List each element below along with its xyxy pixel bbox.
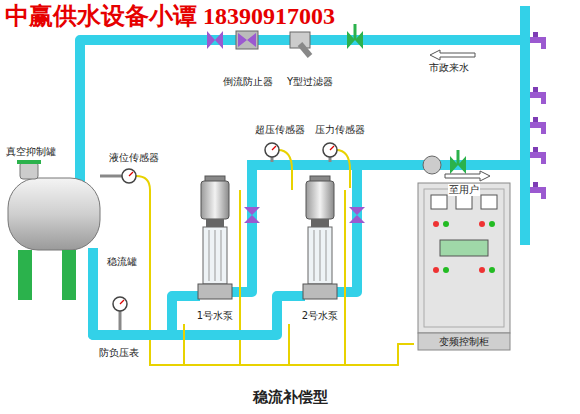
vacuum-tank-part [18, 250, 32, 300]
flow-arrows-part [430, 50, 475, 60]
valves-part [244, 207, 260, 223]
gauge-stubs-part [119, 311, 122, 330]
control-cabinet-part [489, 267, 495, 273]
part-label: Y型过滤器 [286, 76, 334, 88]
control-wire [289, 324, 414, 365]
faucets-part [530, 87, 546, 104]
valves-part [238, 33, 256, 47]
control-cabinet-part [433, 221, 439, 227]
control-cabinet-part [489, 221, 495, 227]
pump-node: 1号水泵 [180, 176, 250, 324]
gauge-stubs [100, 156, 330, 330]
pipe-network-part [337, 165, 357, 292]
pipe-network-part [247, 160, 525, 170]
part-label: 压力传感器 [314, 124, 366, 136]
control-cabinet-part [433, 267, 439, 273]
water-pipe [93, 258, 180, 335]
faucets [530, 32, 546, 199]
valves-part [207, 31, 223, 49]
control-cabinet-part [443, 267, 449, 273]
pumps [198, 176, 337, 299]
gauges-part [323, 143, 337, 157]
vacuum-tank-part [8, 178, 100, 250]
node-label: 真空抑制罐 [5, 146, 57, 158]
signal-wires-part [336, 150, 350, 188]
vacuum-tank-part [17, 160, 41, 164]
control-cabinet-part [424, 189, 504, 327]
vacuum-tank-part [62, 250, 76, 300]
cabinet-node: 变频控制柜 [414, 183, 514, 350]
pumps-part [303, 176, 337, 299]
faucets-part [530, 117, 546, 134]
pipe-network [80, 6, 525, 296]
control-cabinet-part [431, 195, 447, 209]
part-label: 防负压表 [98, 347, 140, 359]
faucets-part [530, 182, 546, 199]
gauges-part [122, 169, 136, 183]
valves-part [300, 44, 310, 56]
control-cabinet-part [443, 221, 449, 227]
gauges-part [265, 143, 279, 157]
control-cabinet-part [440, 240, 488, 256]
flow-label: 市政来水 [428, 62, 470, 74]
pipe-network-part [178, 291, 200, 301]
faucets-part [530, 32, 546, 49]
part-label: 超压传感器 [254, 124, 306, 136]
valves-part [236, 31, 258, 49]
pipe-network-part [520, 6, 530, 245]
part-label: 液位传感器 [108, 152, 160, 164]
tank-node: 真空抑制罐 [5, 146, 105, 258]
control-cabinet-part [418, 333, 510, 350]
flow-arrows-part [445, 171, 490, 181]
gauges [113, 143, 337, 311]
signal-wires-part [278, 150, 292, 190]
caption: 稳流补偿型 [251, 388, 330, 406]
pipe-network-part [232, 165, 252, 292]
watermark-title: 中赢供水设备小谭 18390917003 [4, 2, 336, 30]
water-pipe [93, 258, 285, 335]
node-label: 变频控制柜 [438, 336, 490, 348]
control-cabinet-part [418, 183, 510, 333]
gauge-stubs-part [100, 175, 122, 178]
control-cabinet-part [479, 221, 485, 227]
faucets-part [530, 147, 546, 164]
control-cabinet-part [481, 195, 497, 209]
valves-part [354, 24, 357, 40]
node-label: 1号水泵 [196, 310, 234, 322]
pumps-part [198, 176, 232, 299]
valves-part [457, 150, 460, 165]
control-cabinet-part [479, 267, 485, 273]
control-cabinet [418, 183, 510, 350]
pump-node: 2号水泵 [285, 176, 355, 324]
pipe-network-part [80, 40, 525, 182]
pipe-network-part [283, 291, 305, 301]
vacuum-tank-part [20, 162, 38, 179]
control-wire [184, 324, 414, 365]
part-label: 倒流防止器 [222, 76, 274, 88]
valves-part [423, 156, 441, 174]
gauges-part [113, 297, 127, 311]
node-label: 2号水泵 [301, 310, 339, 322]
valves-part [349, 207, 365, 223]
signal-wires-part [344, 190, 346, 365]
vacuum-tank [8, 160, 100, 300]
flow-label: 至用户 [448, 184, 480, 196]
part-label: 稳流罐 [106, 256, 138, 268]
control-cabinet-part [456, 195, 472, 209]
